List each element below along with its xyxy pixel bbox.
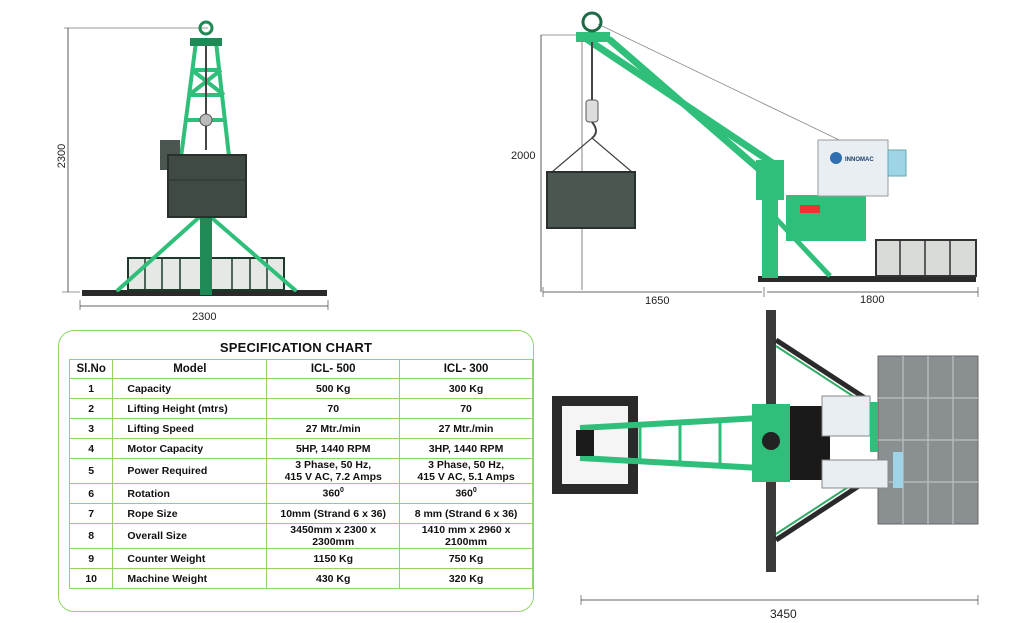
row-value-a: 430 Kg xyxy=(266,568,401,589)
row-value-b: 3 Phase, 50 Hz, 415 V AC, 5.1 Amps xyxy=(399,458,533,484)
row-label: Machine Weight xyxy=(112,568,268,589)
row-value-b: 27 Mtr./min xyxy=(399,418,533,439)
table-row: 1 Capacity 500 Kg 300 Kg xyxy=(68,378,533,399)
row-label: Lifting Speed xyxy=(112,418,268,439)
row-label: Overall Size xyxy=(112,523,268,549)
row-no: 6 xyxy=(68,483,114,504)
row-no: 2 xyxy=(68,398,114,419)
row-value-a: 3 Phase, 50 Hz, 415 V AC, 7.2 Amps xyxy=(266,458,401,484)
dim-side-left-width: 1650 xyxy=(645,295,670,307)
dim-top-width: 3450 xyxy=(770,607,797,621)
table-row: 10 Machine Weight 430 Kg 320 Kg xyxy=(68,568,533,589)
table-row: 8 Overall Size 3450mm x 2300 x 2300mm 14… xyxy=(68,523,533,549)
row-no: 1 xyxy=(68,378,114,399)
dim-front-height: 2300 xyxy=(56,143,69,169)
header-icl-500: ICL- 500 xyxy=(266,359,401,379)
row-no: 5 xyxy=(68,458,114,484)
row-no: 3 xyxy=(68,418,114,439)
row-value-a: 1150 Kg xyxy=(266,548,401,569)
row-value-b: 70 xyxy=(399,398,533,419)
row-value-a: 27 Mtr./min xyxy=(266,418,401,439)
spec-table: Sl.No Model ICL- 500 ICL- 300 1 Capacity… xyxy=(68,359,533,589)
degree-mark: 0 xyxy=(472,487,477,495)
row-label: Rotation xyxy=(112,483,268,504)
row-label: Power Required xyxy=(112,458,268,484)
row-label: Capacity xyxy=(112,378,268,399)
spec-table-header: Sl.No Model ICL- 500 ICL- 300 xyxy=(68,359,533,379)
specification-chart: SPECIFICATION CHART Sl.No Model ICL- 500… xyxy=(58,330,534,612)
dim-side-height: 2000 xyxy=(511,150,536,162)
row-value-a: 3450mm x 2300 x 2300mm xyxy=(266,523,401,549)
row-value-b: 300 Kg xyxy=(399,378,533,399)
table-row: 9 Counter Weight 1150 Kg 750 Kg xyxy=(68,548,533,569)
rotation-value-b: 360 xyxy=(455,487,473,500)
top-view xyxy=(552,310,979,605)
dim-side-right-width: 1800 xyxy=(860,294,885,306)
row-value-a: 70 xyxy=(266,398,401,419)
brand-logo: INNOMAC xyxy=(845,157,874,163)
row-no: 9 xyxy=(68,548,114,569)
row-label: Rope Size xyxy=(112,503,268,524)
table-row: 6 Rotation 3600 3600 xyxy=(68,483,533,504)
table-row: 3 Lifting Speed 27 Mtr./min 27 Mtr./min xyxy=(68,418,533,439)
row-label: Motor Capacity xyxy=(112,438,268,459)
dim-front-width: 2300 xyxy=(192,311,217,323)
row-value-b: 750 Kg xyxy=(399,548,533,569)
row-value-b: 3600 xyxy=(399,483,533,504)
table-row: 7 Rope Size 10mm (Strand 6 x 36) 8 mm (S… xyxy=(68,503,533,524)
row-value-b: 1410 mm x 2960 x 2100mm xyxy=(399,523,533,549)
row-value-a: 3600 xyxy=(266,483,401,504)
table-row: 2 Lifting Height (mtrs) 70 70 xyxy=(68,398,533,419)
row-value-a: 500 Kg xyxy=(266,378,401,399)
row-no: 10 xyxy=(68,568,114,589)
table-row: 4 Motor Capacity 5HP, 1440 RPM 3HP, 1440… xyxy=(68,438,533,459)
row-label: Lifting Height (mtrs) xyxy=(112,398,268,419)
header-model: Model xyxy=(112,359,268,379)
row-label: Counter Weight xyxy=(112,548,268,569)
row-no: 8 xyxy=(68,523,114,549)
row-value-b: 320 Kg xyxy=(399,568,533,589)
spec-chart-title: SPECIFICATION CHART xyxy=(219,340,373,355)
row-no: 7 xyxy=(68,503,114,524)
row-no: 4 xyxy=(68,438,114,459)
row-value-b: 8 mm (Strand 6 x 36) xyxy=(399,503,533,524)
row-value-b: 3HP, 1440 RPM xyxy=(399,438,533,459)
degree-mark: 0 xyxy=(340,487,344,495)
rotation-value-a: 360 xyxy=(322,487,341,500)
header-icl-300: ICL- 300 xyxy=(399,359,533,379)
table-row: 5 Power Required 3 Phase, 50 Hz, 415 V A… xyxy=(68,458,533,484)
header-sl-no: Sl.No xyxy=(68,359,114,379)
front-view xyxy=(62,20,329,310)
row-value-a: 10mm (Strand 6 x 36) xyxy=(266,503,401,524)
side-view: INNOMAC xyxy=(540,11,979,297)
row-value-a: 5HP, 1440 RPM xyxy=(266,438,401,459)
